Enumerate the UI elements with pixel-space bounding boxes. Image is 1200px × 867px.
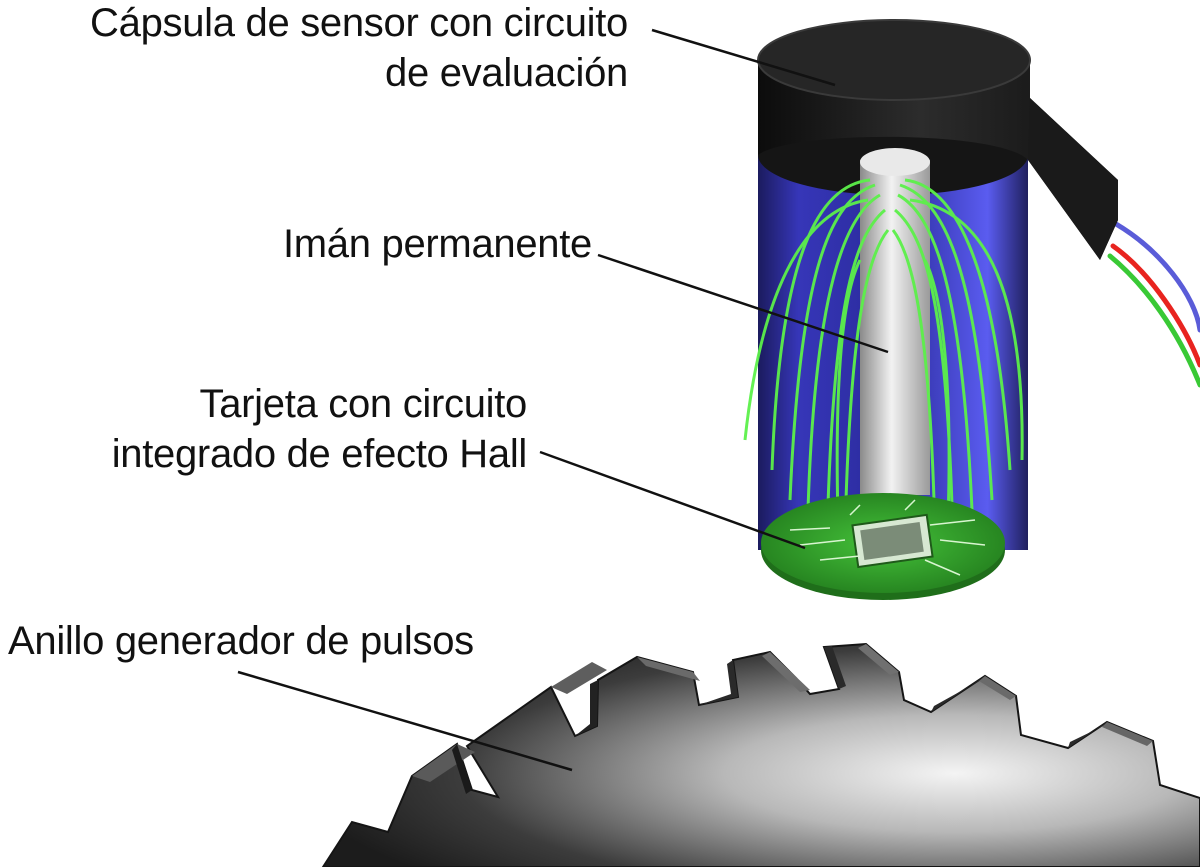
label-pulse-ring-line-1: Anillo generador de pulsos xyxy=(8,619,474,663)
label-permanent-magnet-line-1: Imán permanente xyxy=(282,222,592,266)
label-pulse-ring: Anillo generador de pulsos xyxy=(8,616,474,666)
label-sensor-capsule: Cápsula de sensor con circuito de evalua… xyxy=(90,0,628,98)
label-hall-card-line-1: Tarjeta con circuito xyxy=(199,382,528,426)
pulse-ring-gear xyxy=(321,642,1200,867)
label-hall-card-line-2: integrado de efecto Hall xyxy=(111,432,528,476)
leader-line-card xyxy=(539,450,806,550)
hall-circuit-board xyxy=(761,493,1005,600)
magnetic-field-lines xyxy=(743,178,1024,521)
sensor-capsule-housing xyxy=(757,19,1118,260)
leader-lines xyxy=(237,28,889,772)
label-permanent-magnet: Imán permanente xyxy=(283,219,592,269)
leader-line-magnet xyxy=(597,253,889,354)
label-hall-card: Tarjeta con circuito integrado de efecto… xyxy=(111,379,528,479)
leader-line-ring xyxy=(237,670,573,772)
label-sensor-capsule-line-2: de evaluación xyxy=(385,51,628,95)
leader-line-capsule xyxy=(651,28,836,87)
label-sensor-capsule-line-1: Cápsula de sensor con circuito xyxy=(90,1,628,45)
sensor-cable xyxy=(1107,221,1200,388)
